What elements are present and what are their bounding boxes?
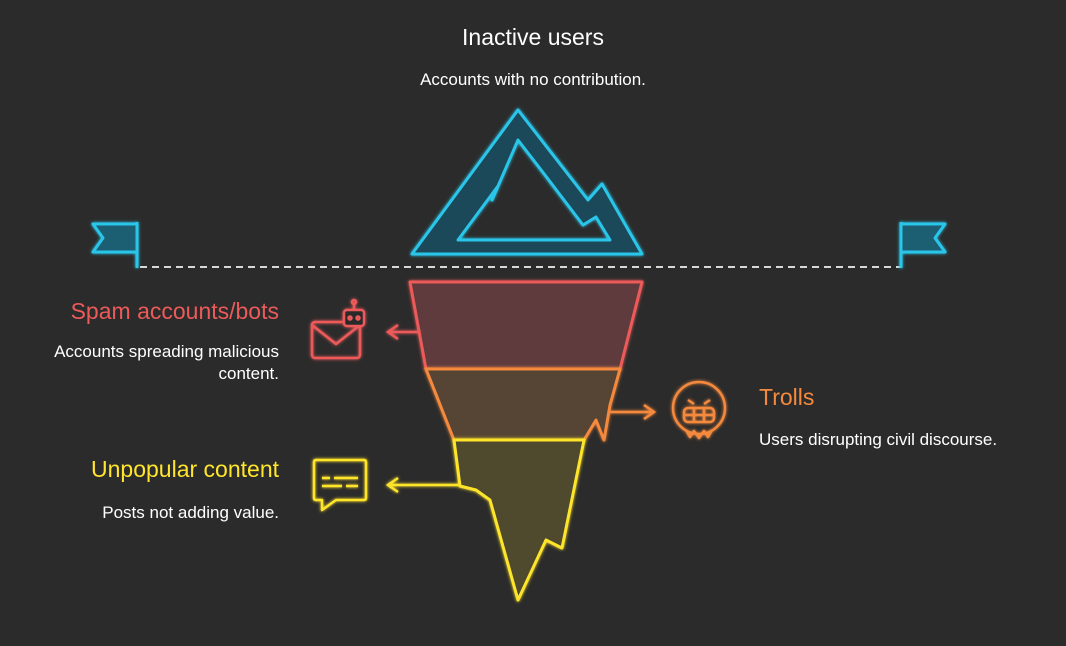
unpopular-description: Posts not adding value. bbox=[102, 503, 279, 522]
layer-unpopular bbox=[452, 438, 586, 602]
layer-spam bbox=[408, 280, 644, 371]
unpopular-title: Unpopular content bbox=[91, 456, 279, 482]
spam-title: Spam accounts/bots bbox=[70, 298, 279, 324]
unpopular-arrow bbox=[385, 476, 460, 494]
tip-description: Accounts with no contribution. bbox=[420, 70, 646, 89]
layer-trolls bbox=[424, 367, 622, 442]
mountain-peak-icon bbox=[410, 108, 644, 256]
tip-title: Inactive users bbox=[462, 24, 604, 50]
trolls-title: Trolls bbox=[759, 384, 815, 410]
chat-bubble-icon bbox=[312, 458, 368, 512]
spam-arrow bbox=[385, 323, 420, 341]
mail-robot-icon bbox=[310, 298, 366, 360]
right-flag-icon bbox=[899, 222, 947, 268]
left-flag-icon bbox=[91, 222, 139, 268]
spam-description: Accounts spreading malicious content. bbox=[54, 342, 279, 383]
troll-face-icon bbox=[671, 380, 727, 440]
trolls-arrow bbox=[610, 403, 657, 421]
trolls-description: Users disrupting civil discourse. bbox=[759, 430, 998, 449]
